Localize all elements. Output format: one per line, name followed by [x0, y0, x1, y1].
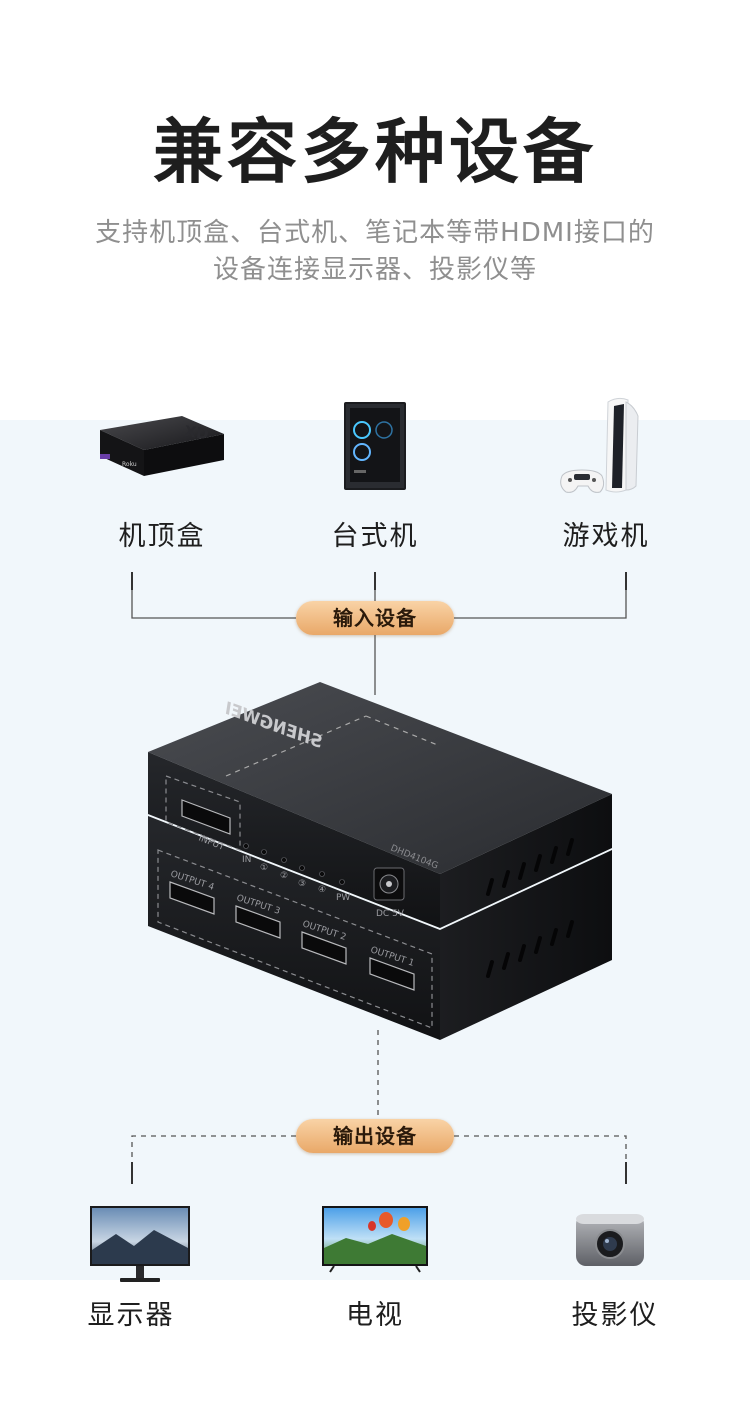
output-devices-badge: 输出设备 [296, 1119, 454, 1153]
indicator-pw: PW [336, 893, 350, 903]
output-device-label-monitor: 显示器 [87, 1300, 175, 1331]
page-title: 兼容多种设备 [153, 111, 597, 193]
indicator-3: ③ [298, 879, 306, 889]
subtitle-line-2: 设备连接显示器、投影仪等 [212, 255, 537, 285]
hdmi-splitter-icon: SHENGWEI DHD4104G INPUT IN ① ② ③ [148, 682, 612, 1040]
output-device-label-tv: 电视 [346, 1300, 404, 1331]
indicator-1: ① [260, 863, 268, 873]
output-device-label-projector: 投影仪 [571, 1300, 659, 1331]
monitor-icon [90, 1206, 190, 1282]
subtitle-line-1: 支持机顶盒、台式机、笔记本等带HDMI接口的 [95, 218, 655, 248]
indicator-2: ② [280, 871, 288, 881]
indicator-in: IN [242, 855, 251, 865]
input-device-label-desktop: 台式机 [331, 521, 419, 552]
power-input-label: DC 5V [376, 909, 405, 919]
input-device-label-set-top-box: 机顶盒 [118, 521, 206, 552]
input-device-label-console: 游戏机 [562, 521, 650, 552]
bottom-background [0, 1280, 750, 1415]
svg-text:XD: XD [183, 422, 209, 443]
game-console-icon [560, 397, 639, 493]
indicator-4: ④ [318, 885, 326, 895]
set-top-box-icon: XD Roku [100, 416, 224, 476]
tv-icon [322, 1206, 428, 1273]
input-devices-badge: 输入设备 [296, 601, 454, 635]
projector-icon [576, 1214, 644, 1266]
set-top-box-printed-brand: Roku [122, 461, 137, 468]
top-background [0, 0, 750, 420]
desktop-pc-icon [344, 402, 406, 490]
